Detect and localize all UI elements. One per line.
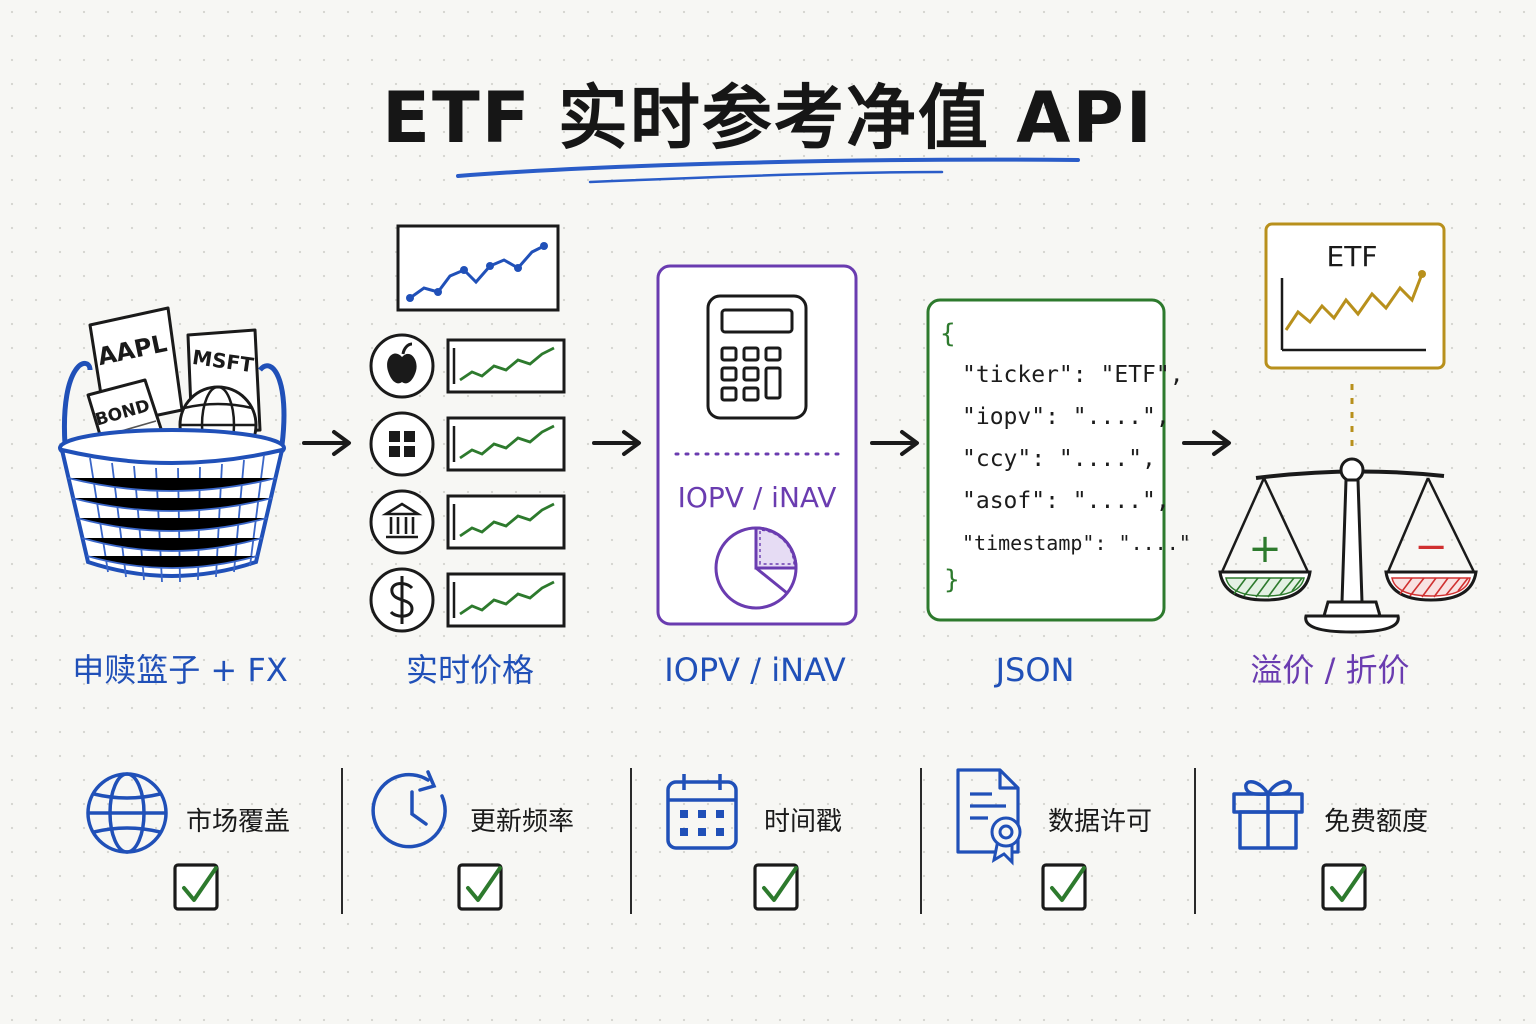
check-icon-license bbox=[1041, 863, 1087, 911]
json-line-timestamp: "timestamp": "...." bbox=[962, 531, 1191, 555]
json-line-asof: "asof": "....", bbox=[962, 488, 1170, 514]
arrow-right-icon bbox=[302, 430, 351, 456]
arrow-right-icon bbox=[1182, 430, 1231, 456]
balance-scale-icon: ETF + − bbox=[1218, 222, 1478, 634]
calculator-glyph bbox=[706, 294, 808, 420]
plus-sign: + bbox=[1248, 526, 1282, 572]
page-title: ETF 实时参考净值 API bbox=[382, 77, 1154, 159]
json-open-brace: { bbox=[940, 319, 956, 349]
calculator-icon: IOPV / iNAV bbox=[656, 264, 858, 626]
price-charts-icon bbox=[369, 224, 566, 633]
feature-label-free-quota: 免费额度 bbox=[1324, 807, 1429, 837]
pie-chart-icon bbox=[714, 526, 798, 610]
feature-label-frequency: 更新频率 bbox=[470, 807, 575, 837]
check-icon-frequency bbox=[457, 863, 503, 911]
bank-price-row bbox=[369, 489, 566, 555]
feature-dividers bbox=[341, 768, 1196, 914]
dollar-icon bbox=[389, 576, 414, 624]
apple-icon bbox=[387, 353, 417, 384]
check-icon-coverage bbox=[173, 863, 219, 911]
stage-label-basket: 申赎篮子 + FX bbox=[72, 651, 288, 689]
stage-label-json: JSON bbox=[995, 651, 1075, 689]
etf-chart-label: ETF bbox=[1327, 240, 1378, 273]
check-icon-timestamp bbox=[753, 863, 799, 911]
calendar-icon bbox=[666, 774, 738, 850]
index-chart-frame bbox=[396, 224, 560, 312]
gift-icon bbox=[1232, 780, 1304, 850]
license-certificate-icon bbox=[956, 768, 1022, 866]
json-line-iopv: "iopv": "....", bbox=[962, 404, 1170, 430]
clock-refresh-icon bbox=[371, 770, 447, 849]
basket-icon: AAPL MSFT BOND bbox=[58, 306, 287, 583]
globe-icon bbox=[86, 772, 168, 854]
etf-chart-frame bbox=[1264, 222, 1446, 370]
windows-icon bbox=[389, 431, 415, 457]
check-icon-free-quota bbox=[1321, 863, 1367, 911]
json-line-ccy: "ccy": "....", bbox=[962, 446, 1156, 472]
stage-label-prices: 实时价格 bbox=[405, 651, 534, 689]
feature-label-coverage: 市场覆盖 bbox=[186, 807, 291, 837]
json-document-icon: { "ticker": "ETF", "iopv": "....", "ccy"… bbox=[926, 298, 1191, 622]
stage-label-premium: 溢价 / 折价 bbox=[1250, 651, 1410, 689]
minus-sign: − bbox=[1414, 524, 1448, 570]
stage-label-iopv: IOPV / iNAV bbox=[664, 651, 846, 689]
feature-label-license: 数据许可 bbox=[1048, 807, 1153, 837]
feature-label-timestamp: 时间戳 bbox=[764, 807, 843, 837]
etf-chart-line bbox=[1284, 273, 1424, 331]
json-card bbox=[926, 298, 1166, 622]
json-close-brace: } bbox=[944, 565, 960, 595]
json-line-ticker: "ticker": "ETF", bbox=[962, 362, 1184, 388]
dollar-price-row bbox=[369, 567, 566, 633]
arrow-right-icon bbox=[592, 430, 641, 456]
windows-price-row bbox=[369, 411, 566, 477]
arrow-right-icon bbox=[870, 430, 919, 456]
index-chart-line bbox=[409, 244, 545, 300]
title-underline bbox=[456, 157, 1080, 184]
bank-icon bbox=[381, 502, 423, 539]
iopv-caption: IOPV / iNAV bbox=[678, 481, 837, 514]
apple-price-row bbox=[369, 333, 566, 399]
